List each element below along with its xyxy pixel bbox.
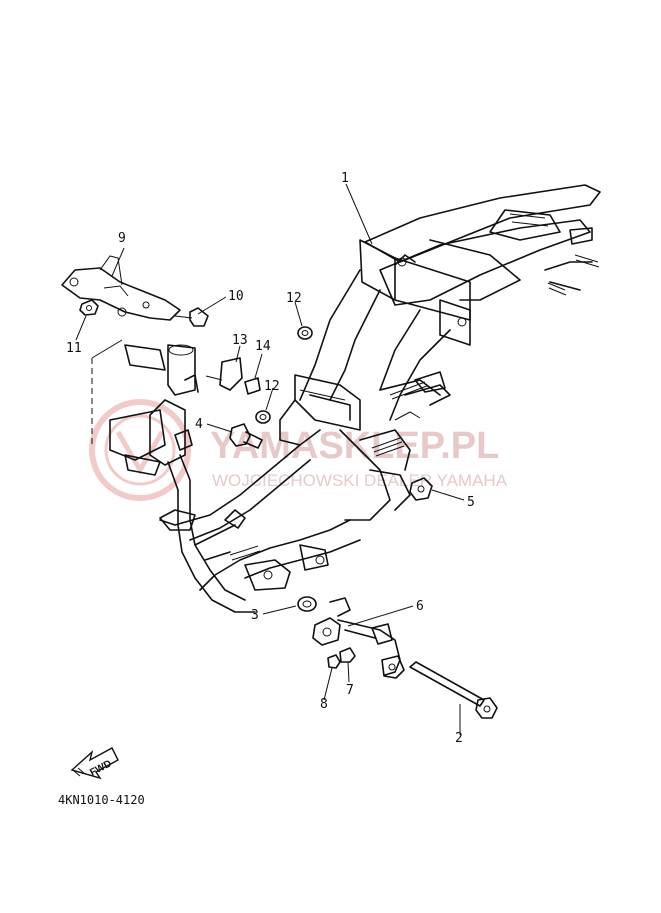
- callout-5: 5: [467, 495, 475, 510]
- callout-10: 10: [228, 289, 244, 304]
- callout-1: 1: [341, 171, 349, 186]
- bracket-part-9: [61, 255, 181, 321]
- bolt-part-4: [229, 423, 263, 449]
- callout-7: 7: [346, 683, 354, 698]
- callout-14: 14: [255, 339, 271, 354]
- leader-lines: [75, 183, 465, 735]
- bush-part-7: [339, 647, 356, 663]
- diagram-code: 4KN1010-4120: [58, 793, 145, 807]
- callout-4: 4: [195, 417, 203, 432]
- collar-part-12-upper: [297, 326, 313, 340]
- callout-12-lower: 12: [264, 379, 280, 394]
- clip-part-13: [205, 357, 243, 391]
- callout-9: 9: [118, 231, 126, 246]
- collar-part-3: [297, 596, 317, 612]
- bush-part-8: [327, 654, 341, 669]
- callout-2: 2: [455, 731, 463, 746]
- clip-part-14: [244, 377, 261, 395]
- link-part-6: [312, 597, 405, 679]
- nut-part-5: [409, 477, 433, 501]
- callout-8: 8: [320, 697, 328, 712]
- bolt-part-10: [174, 307, 209, 327]
- collar-part-12-lower: [255, 410, 271, 424]
- callout-13: 13: [232, 333, 248, 348]
- callout-11: 11: [66, 341, 82, 356]
- nut-part-11: [79, 299, 99, 316]
- callout-labels: 1 2 3 4 5 6 7 8 9 10 11 12 12 13 14: [66, 171, 475, 746]
- callout-6: 6: [416, 599, 424, 614]
- main-frame: [109, 184, 601, 613]
- fwd-arrow: FWD: [70, 747, 119, 780]
- callout-3: 3: [251, 608, 259, 623]
- watermark-logo: [89, 399, 191, 501]
- bolt-part-2: [409, 661, 498, 719]
- watermark-tagline: WOJCIECHOWSKI DEALER YAMAHA: [212, 471, 508, 490]
- callout-12-upper: 12: [286, 291, 302, 306]
